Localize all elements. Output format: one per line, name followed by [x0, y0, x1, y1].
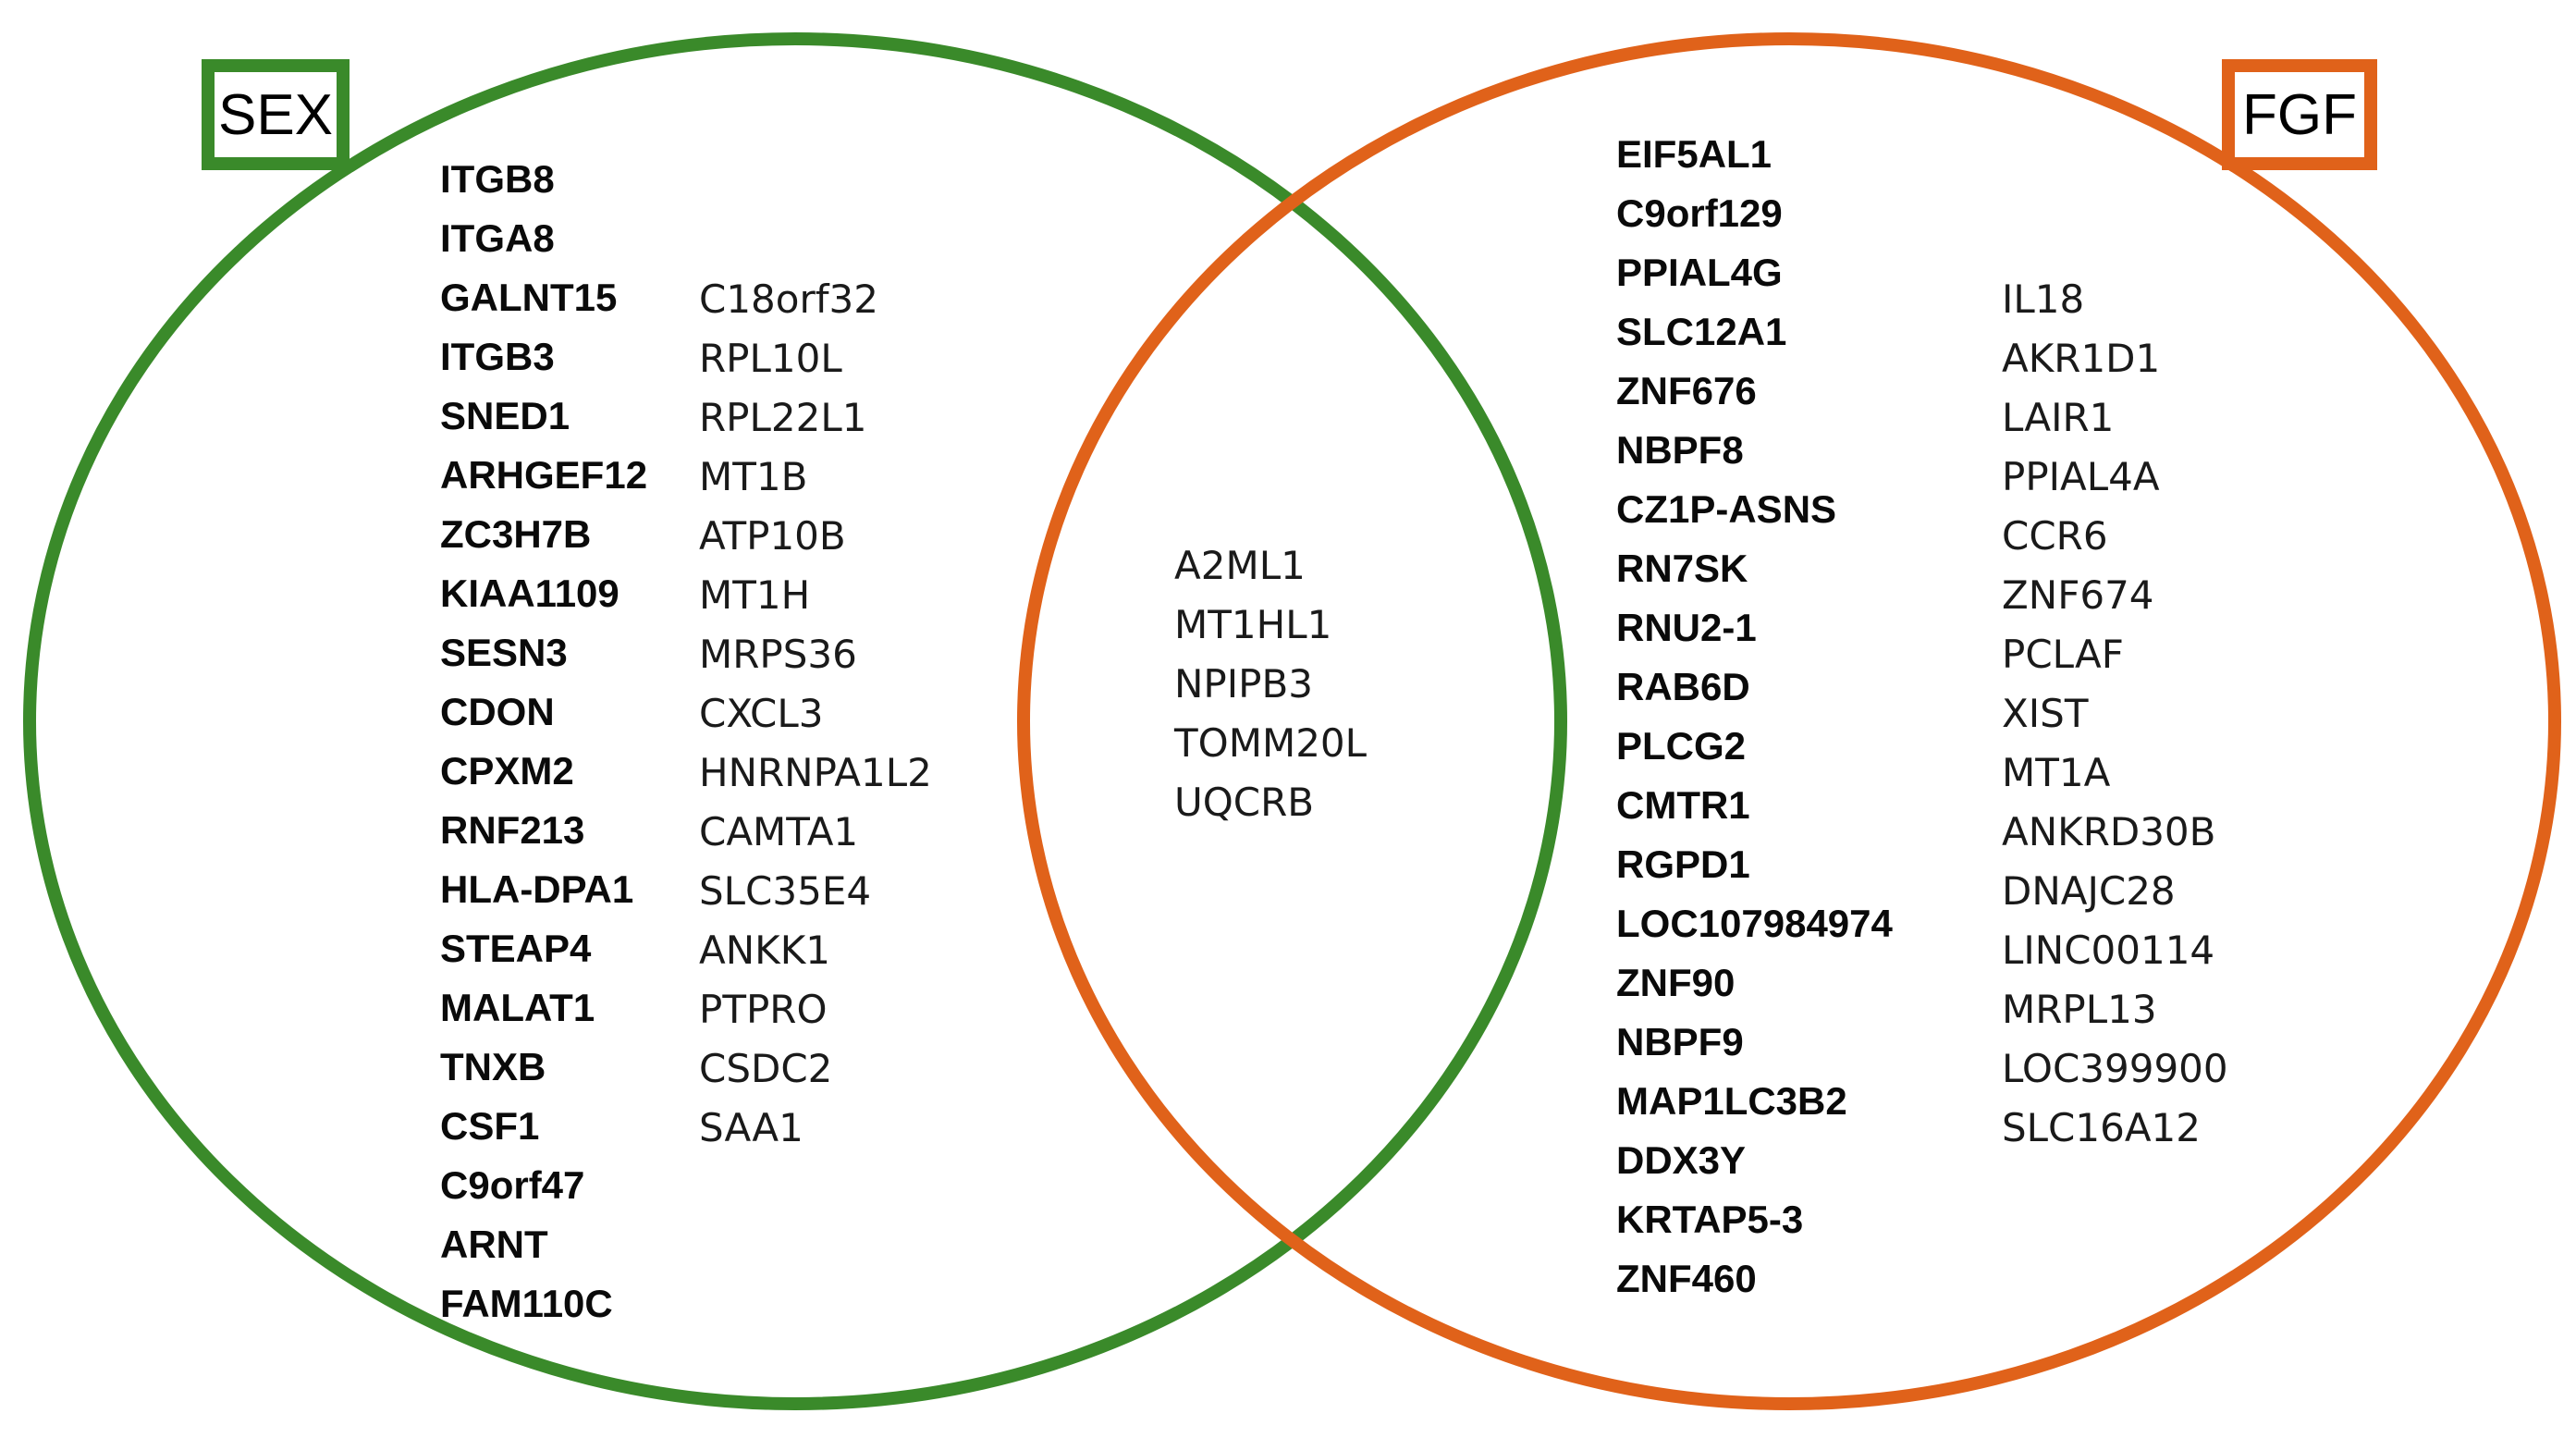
gene-item: LINC00114 — [2002, 928, 2215, 973]
gene-item: FAM110C — [440, 1282, 613, 1325]
gene-item: KRTAP5-3 — [1616, 1198, 1804, 1241]
gene-item: C9orf129 — [1616, 191, 1783, 235]
gene-item: MRPL13 — [2002, 987, 2157, 1032]
gene-item: NBPF8 — [1616, 428, 1744, 472]
gene-item: MT1B — [699, 454, 808, 499]
gene-item: LOC107984974 — [1616, 902, 1893, 945]
gene-item: CMTR1 — [1616, 783, 1750, 827]
fgf-set-circle — [1017, 32, 2561, 1410]
gene-item: DDX3Y — [1616, 1138, 1747, 1182]
gene-item: ZNF460 — [1616, 1257, 1757, 1300]
fgf-set-label: FGF — [2222, 59, 2377, 170]
gene-item: RNU2-1 — [1616, 606, 1757, 649]
fgf-set-label-text: FGF — [2242, 82, 2357, 147]
gene-item: C18orf32 — [699, 277, 878, 322]
gene-item: MT1A — [2002, 750, 2111, 795]
gene-item: RPL10L — [699, 336, 842, 381]
gene-item: ITGA8 — [440, 216, 555, 260]
gene-item: RGPD1 — [1616, 842, 1750, 886]
gene-item: SLC16A12 — [2002, 1105, 2202, 1150]
gene-item: MALAT1 — [440, 986, 595, 1029]
gene-item: PPIAL4G — [1616, 251, 1783, 294]
gene-item: SAA1 — [699, 1105, 803, 1150]
gene-item: RPL22L1 — [699, 395, 867, 440]
gene-item: SLC35E4 — [699, 868, 872, 914]
gene-item: ZNF676 — [1616, 369, 1757, 412]
gene-item: CXCL3 — [699, 691, 824, 736]
gene-item: TOMM20L — [1174, 720, 1368, 766]
gene-item: SNED1 — [440, 394, 570, 437]
gene-item: MT1HL1 — [1174, 602, 1332, 647]
gene-item: NPIPB3 — [1174, 661, 1313, 707]
gene-item: ARHGEF12 — [440, 453, 648, 497]
gene-item: TNXB — [440, 1045, 546, 1088]
gene-item: CAMTA1 — [699, 809, 859, 854]
gene-item: XIST — [2002, 691, 2089, 736]
sex-set-label-text: SEX — [217, 82, 334, 147]
gene-item: CZ1P-ASNS — [1616, 487, 1837, 531]
gene-item: ZNF674 — [2002, 572, 2154, 618]
gene-item: MRPS36 — [699, 632, 857, 677]
gene-item: LAIR1 — [2002, 395, 2115, 440]
gene-item: PLCG2 — [1616, 724, 1747, 768]
sex-set-circle — [23, 32, 1567, 1410]
gene-item: MT1H — [699, 572, 811, 618]
gene-item: SLC12A1 — [1616, 310, 1787, 353]
gene-item: GALNT15 — [440, 276, 618, 319]
gene-item: A2ML1 — [1174, 543, 1306, 588]
gene-item: CSDC2 — [699, 1046, 833, 1091]
gene-item: HNRNPA1L2 — [699, 750, 932, 795]
gene-item: PPIAL4A — [2002, 454, 2160, 499]
gene-item: RN7SK — [1616, 547, 1748, 590]
gene-item: STEAP4 — [440, 927, 592, 970]
gene-item: PTPRO — [699, 987, 828, 1032]
gene-item: IL18 — [2002, 277, 2085, 322]
gene-item: CDON — [440, 690, 555, 733]
gene-item: MAP1LC3B2 — [1616, 1079, 1847, 1123]
gene-item: KIAA1109 — [440, 572, 619, 615]
gene-item: LOC399900 — [2002, 1046, 2228, 1091]
gene-item: PCLAF — [2002, 632, 2124, 677]
gene-item: SESN3 — [440, 631, 568, 674]
gene-item: ARNT — [440, 1223, 548, 1266]
gene-item: ZC3H7B — [440, 512, 592, 556]
gene-item: CPXM2 — [440, 749, 574, 793]
gene-item: EIF5AL1 — [1616, 132, 1773, 176]
gene-item: HLA-DPA1 — [440, 867, 634, 911]
gene-item: RNF213 — [440, 808, 585, 852]
gene-item: ATP10B — [699, 513, 846, 559]
gene-item: NBPF9 — [1616, 1020, 1744, 1063]
gene-item: ANKRD30B — [2002, 809, 2216, 854]
gene-item: ZNF90 — [1616, 961, 1736, 1004]
sex-set-label: SEX — [202, 59, 350, 170]
gene-item: DNAJC28 — [2002, 868, 2176, 914]
gene-item: CCR6 — [2002, 513, 2108, 559]
gene-item: AKR1D1 — [2002, 336, 2161, 381]
gene-item: C9orf47 — [440, 1163, 585, 1207]
gene-item: ANKK1 — [699, 928, 830, 973]
gene-item: ITGB8 — [440, 157, 555, 201]
gene-item: CSF1 — [440, 1104, 540, 1148]
gene-item: UQCRB — [1174, 780, 1315, 825]
gene-item: RAB6D — [1616, 665, 1750, 708]
gene-item: ITGB3 — [440, 335, 555, 378]
